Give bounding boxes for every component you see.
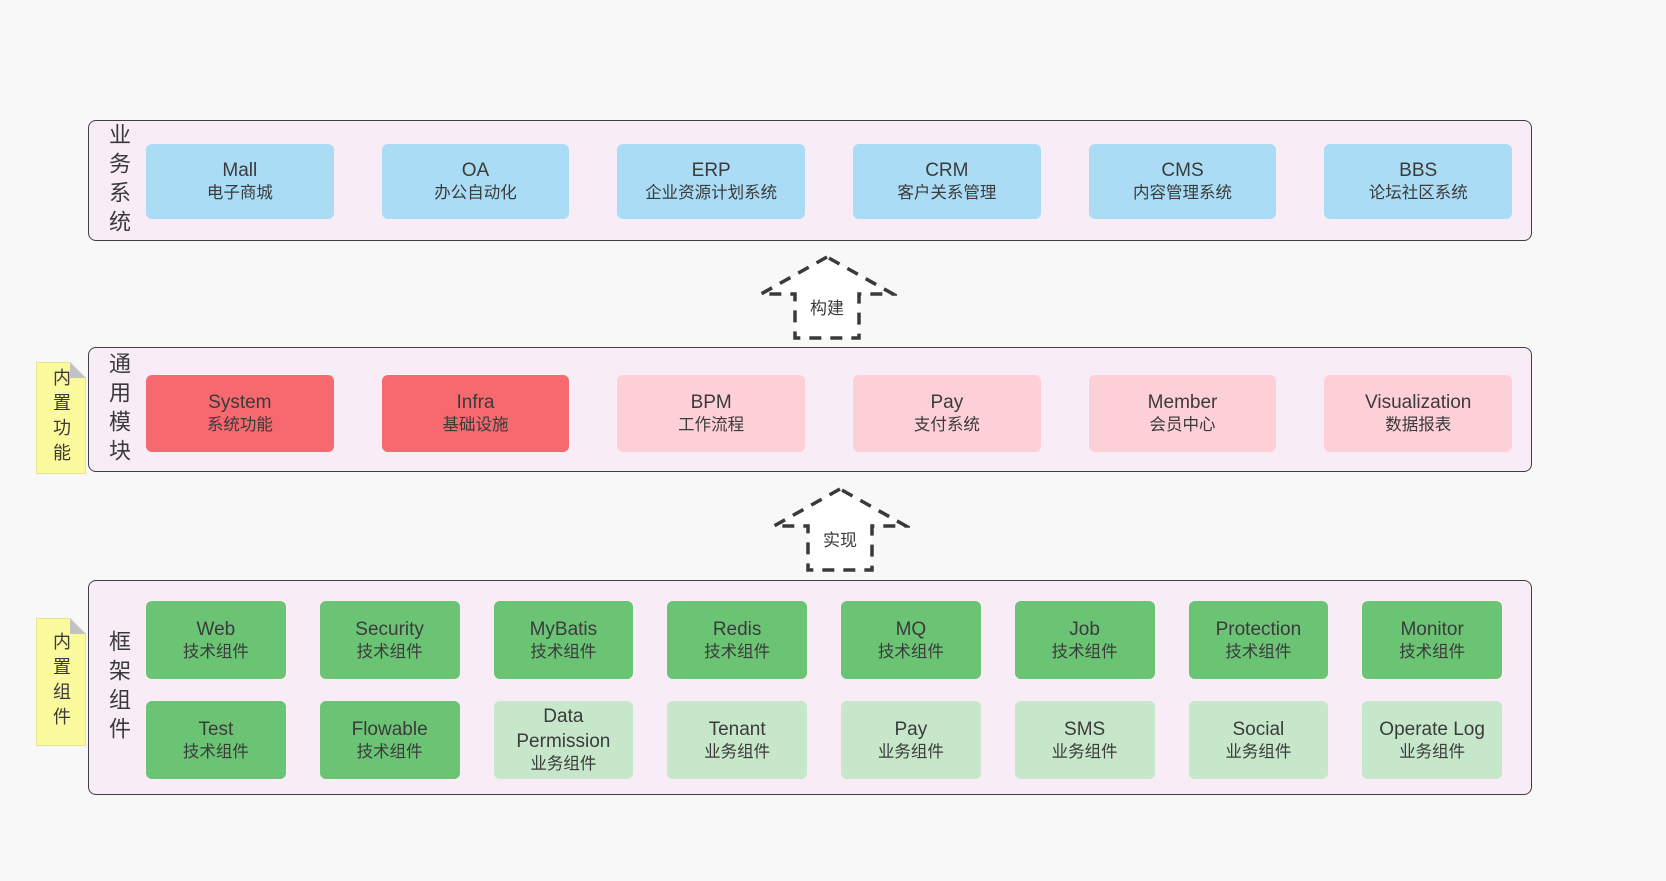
box-mall: Mall 电子商城 (146, 144, 334, 219)
box-mq: MQ 技术组件 (841, 601, 981, 679)
box-redis: Redis 技术组件 (667, 601, 807, 679)
box-flowable: Flowable 技术组件 (319, 701, 460, 779)
box-infra: Infra 基础设施 (381, 375, 570, 452)
framework-row-2: Test 技术组件 Flowable 技术组件 Data Permission … (146, 701, 1502, 779)
framework-row-1: Web 技术组件 Security 技术组件 MyBatis 技术组件 Redi… (146, 601, 1502, 679)
implement-arrow: 实现 (770, 486, 910, 574)
box-erp: ERP 企业资源计划系统 (617, 144, 806, 219)
box-data-permission: Data Permission 业务组件 (493, 701, 634, 779)
box-crm: CRM 客户关系管理 (853, 144, 1041, 219)
section-label-framework: 框架组件 (106, 629, 131, 746)
box-bbs: BBS 论坛社区系统 (1324, 144, 1513, 219)
box-tenant: Tenant 业务组件 (667, 701, 807, 779)
box-social: Social 业务组件 (1188, 701, 1329, 779)
box-security: Security 技术组件 (319, 601, 460, 679)
box-bpm: BPM 工作流程 (617, 375, 806, 452)
business-boxes-row: Mall 电子商城 OA 办公自动化 ERP 企业资源计划系统 CRM 客户关系… (146, 144, 1513, 219)
box-cms: CMS 内容管理系统 (1088, 144, 1277, 219)
panel-framework-components: 框架组件 Web 技术组件 Security 技术组件 MyBatis 技术组件… (88, 580, 1532, 795)
panel-common-modules: 通用模块 System 系统功能 Infra 基础设施 BPM 工作流程 Pay… (88, 347, 1532, 472)
box-oa: OA 办公自动化 (381, 144, 570, 219)
tab-built-in-components: 内置组件 (36, 618, 86, 746)
box-pay-business: Pay 业务组件 (841, 701, 981, 779)
tab-built-in-components-label: 内置组件 (51, 632, 71, 732)
box-protection: Protection 技术组件 (1188, 601, 1329, 679)
arrow-up-icon (757, 254, 897, 340)
tab-built-in-features: 内置功能 (36, 362, 86, 474)
box-pay: Pay 支付系统 (853, 375, 1041, 452)
box-member: Member 会员中心 (1088, 375, 1277, 452)
build-arrow-label: 构建 (810, 299, 844, 318)
arrow-up-icon (770, 486, 910, 572)
box-sms: SMS 业务组件 (1014, 701, 1155, 779)
box-operate-log: Operate Log 业务组件 (1362, 701, 1502, 779)
box-visualization: Visualization 数据报表 (1324, 375, 1513, 452)
box-test: Test 技术组件 (146, 701, 286, 779)
box-job: Job 技术组件 (1014, 601, 1155, 679)
section-label-business: 业务系统 (106, 122, 131, 239)
implement-arrow-label: 实现 (823, 531, 857, 550)
box-monitor: Monitor 技术组件 (1362, 601, 1502, 679)
box-web: Web 技术组件 (146, 601, 286, 679)
box-system: System 系统功能 (146, 375, 334, 452)
panel-business-systems: 业务系统 Mall 电子商城 OA 办公自动化 ERP 企业资源计划系统 CRM… (88, 120, 1532, 241)
tab-built-in-features-label: 内置功能 (51, 368, 71, 468)
build-arrow: 构建 (757, 254, 897, 342)
section-label-modules: 通用模块 (106, 351, 131, 468)
box-mybatis: MyBatis 技术组件 (493, 601, 634, 679)
modules-boxes-row: System 系统功能 Infra 基础设施 BPM 工作流程 Pay 支付系统… (146, 375, 1513, 452)
